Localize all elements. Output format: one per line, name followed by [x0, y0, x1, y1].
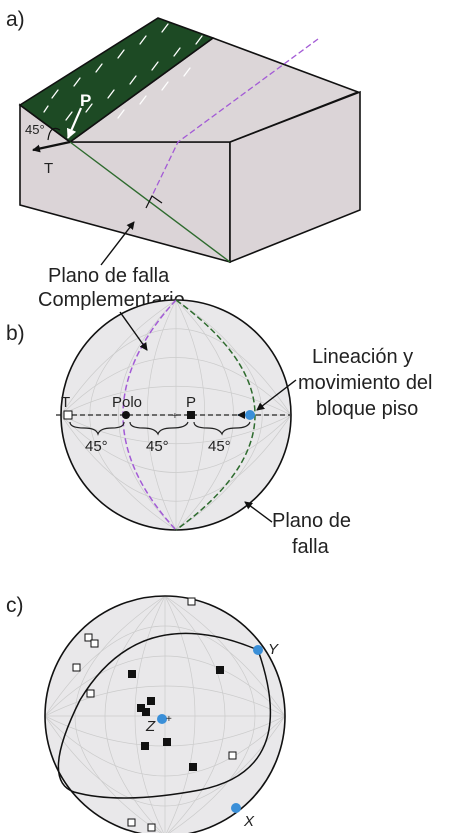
lineation-text-line2: movimiento del [298, 372, 433, 394]
angle-45-label: 45° [25, 122, 45, 137]
t-axis-open-6 [228, 751, 237, 760]
fault-trace-green [69, 141, 231, 263]
stereonet-c-grid [45, 596, 285, 833]
x-axis-marker [231, 803, 241, 813]
p-axis-label: P [80, 91, 91, 110]
angle-label-3: 45° [208, 438, 231, 455]
grid-meridian [164, 596, 256, 833]
t-axis-open-7 [127, 818, 136, 827]
brace-1 [69, 421, 125, 436]
panel-c: c) + Y Z X [6, 594, 286, 833]
panel-a: a) [6, 8, 361, 311]
nodal-plane-1 [57, 632, 259, 793]
panel-b: b) + T Polo P 45° 45° 45° Lineación y mo… [6, 299, 433, 558]
panel-a-label: a) [6, 8, 25, 31]
brace-2 [129, 421, 189, 436]
t-axis-open-5 [86, 689, 95, 698]
p-axis-filled-2 [128, 670, 136, 678]
complementary-pointer-b [119, 311, 148, 351]
panel-b-label: b) [6, 322, 25, 345]
grid-parallel [61, 414, 291, 473]
p-axis-filled-3 [147, 697, 155, 705]
fault-plane-text-line1: Plano de [272, 510, 351, 532]
angle-label-2: 45° [146, 438, 169, 455]
grid-parallel [45, 715, 285, 807]
lineation-text-line3: bloque piso [316, 398, 418, 420]
z-axis-marker [157, 714, 167, 724]
p-axis-filled-1 [216, 666, 224, 674]
z-axis-label: Z [145, 718, 156, 735]
nodal-plane-2 [73, 649, 272, 799]
angle-label-1: 45° [85, 438, 108, 455]
fault-plane-text-line2: falla [292, 536, 330, 558]
fault-plane-hatched [18, 17, 215, 143]
grid-meridian [175, 300, 263, 530]
grid-meridian [164, 596, 226, 833]
pole-marker [122, 411, 130, 419]
p-arrow [66, 107, 83, 139]
fault-plane-striations [43, 23, 203, 121]
p-axis-marker [187, 411, 195, 419]
p-axis-filled-6 [163, 738, 171, 746]
p-axis-filled-8 [189, 763, 197, 771]
t-axis-open-2 [84, 633, 93, 642]
grid-parallel [61, 414, 291, 445]
lineation-pointer [256, 379, 297, 411]
center-cross-c: + [166, 714, 172, 725]
lineation-text-line1: Lineación y [312, 346, 413, 368]
complementary-plane-trace [149, 38, 319, 201]
t-axis-open-8 [147, 823, 156, 832]
angle-arc [47, 127, 61, 141]
t-arrow [32, 140, 71, 153]
panel-c-label: c) [6, 594, 24, 617]
t-axis-label: T [44, 160, 53, 177]
grid-parallel [61, 414, 291, 502]
stereonet-c-outline [44, 595, 286, 833]
grid-meridian [164, 596, 196, 833]
t-label-b: T [61, 394, 70, 411]
t-axis-open-4 [72, 663, 81, 672]
fault-block [18, 17, 361, 264]
x-axis-label: X [243, 813, 255, 830]
center-cross: + [172, 411, 178, 422]
right-angle-mark [145, 195, 163, 209]
p-axis-filled-5 [142, 708, 150, 716]
p-axis-filled-4 [137, 704, 145, 712]
p-label-b: P [186, 394, 196, 411]
y-axis-label: Y [268, 641, 279, 658]
t-axis-marker [63, 410, 73, 420]
fault-plane-pointer [244, 501, 273, 523]
grid-parallel [45, 715, 285, 777]
y-axis-marker [253, 645, 263, 655]
complementary-caption-line1: Plano de falla [48, 265, 170, 287]
caption-pointer-a [100, 221, 135, 266]
brace-3 [193, 421, 251, 436]
polo-label: Polo [112, 394, 142, 411]
p-axis-filled-7 [141, 742, 149, 750]
t-axis-open-1 [187, 597, 196, 606]
t-axis-open-3 [90, 639, 99, 648]
